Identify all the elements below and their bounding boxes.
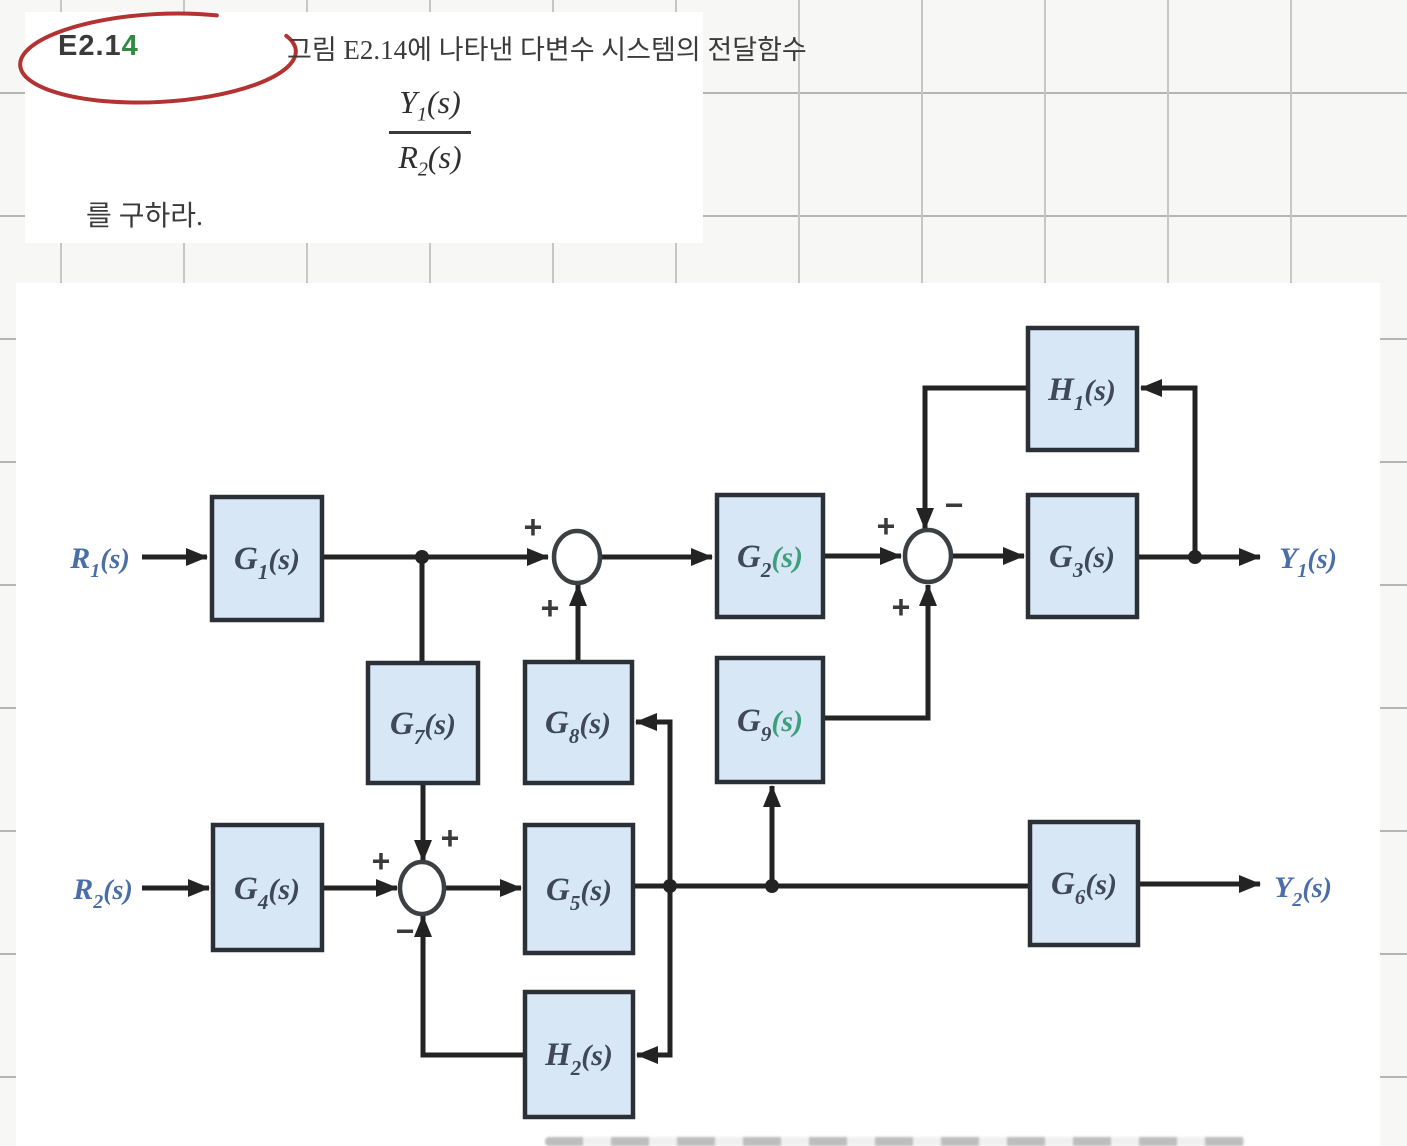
red-pen-circle-annotation — [18, 11, 298, 105]
block-g4-label: G4(s) — [234, 871, 300, 914]
block-g9-label: G9(s) — [737, 703, 803, 746]
wire-h2-to-sum3 — [414, 915, 525, 1058]
summing-junction-2 — [902, 527, 954, 585]
output-label-y2: Y2(s) — [1274, 871, 1332, 911]
cutoff-caption-smudge — [545, 1137, 1245, 1146]
red-ellipse — [18, 11, 298, 105]
block-g4: G4(s) — [210, 822, 325, 953]
branch-dot-after-g1 — [415, 550, 429, 564]
block-g9: G9(s) — [714, 655, 826, 785]
block-g2-label: G2(s) — [737, 539, 803, 582]
block-h1-label: H1(s) — [1047, 372, 1116, 415]
block-diagram-panel — [16, 283, 1380, 1146]
problem-closing-text: 를 구하라. — [86, 201, 204, 232]
wire-g9-to-sum2 — [823, 584, 937, 721]
problem-number: E2.14 — [58, 30, 139, 63]
wire-tap-to-g8 — [635, 713, 673, 886]
branch-dot-g8-h2-tap — [663, 879, 677, 893]
block-h2: H2(s) — [522, 989, 636, 1120]
block-g5-label: G5(s) — [546, 872, 612, 915]
sum3-sign-bottom: − — [396, 913, 415, 949]
sum2-sign-top: − — [945, 487, 964, 523]
block-h2-label: H2(s) — [544, 1037, 613, 1080]
block-g2: G2(s) — [714, 492, 826, 620]
fraction-denominator: R2(s) — [398, 139, 462, 181]
wire-h1-to-sum2 — [916, 385, 1028, 530]
sum1-sign-bottom: + — [541, 590, 560, 626]
wire-feedback-to-h1 — [1140, 379, 1198, 557]
branch-dot-y1-feedback — [1188, 550, 1202, 564]
wire-tap-to-h2 — [636, 886, 673, 1064]
block-g7-label: G7(s) — [390, 706, 456, 749]
sum3-sign-left: + — [372, 843, 391, 879]
block-g1: G1(s) — [209, 494, 325, 623]
block-g8-label: G8(s) — [545, 705, 611, 748]
block-g6-label: G6(s) — [1051, 866, 1117, 909]
block-g3: G3(s) — [1025, 492, 1140, 620]
input-label-r1: R1(s) — [69, 542, 130, 582]
fraction-numerator: Y1(s) — [389, 84, 471, 135]
block-g6: G6(s) — [1027, 819, 1141, 948]
block-g1-label: G1(s) — [234, 541, 300, 584]
block-g7: G7(s) — [365, 660, 481, 786]
sum2-sign-left: + — [877, 508, 896, 544]
problem-statement: 그림 E2.14에 나타낸 다변수 시스템의 전달함수 — [287, 35, 807, 65]
problem-number-prefix: E2.1 — [58, 30, 122, 62]
summing-junction-1 — [551, 528, 603, 586]
sum2-sign-bottom: + — [892, 589, 911, 625]
block-g3-label: G3(s) — [1049, 539, 1115, 582]
block-g5: G5(s) — [522, 822, 636, 956]
block-g8: G8(s) — [522, 659, 635, 786]
summing-junction-3 — [397, 859, 447, 917]
input-label-r2: R2(s) — [72, 873, 133, 913]
sum1-sign-left: + — [524, 509, 543, 545]
transfer-function-fraction: Y1(s) R2(s) — [352, 84, 508, 182]
output-label-y1: Y1(s) — [1279, 542, 1337, 582]
sum3-sign-top: + — [441, 820, 460, 856]
problem-number-last-digit: 4 — [121, 30, 139, 62]
problem-text-panel — [25, 12, 703, 243]
branch-dot-g9-tap — [765, 879, 779, 893]
block-h1: H1(s) — [1025, 325, 1140, 453]
